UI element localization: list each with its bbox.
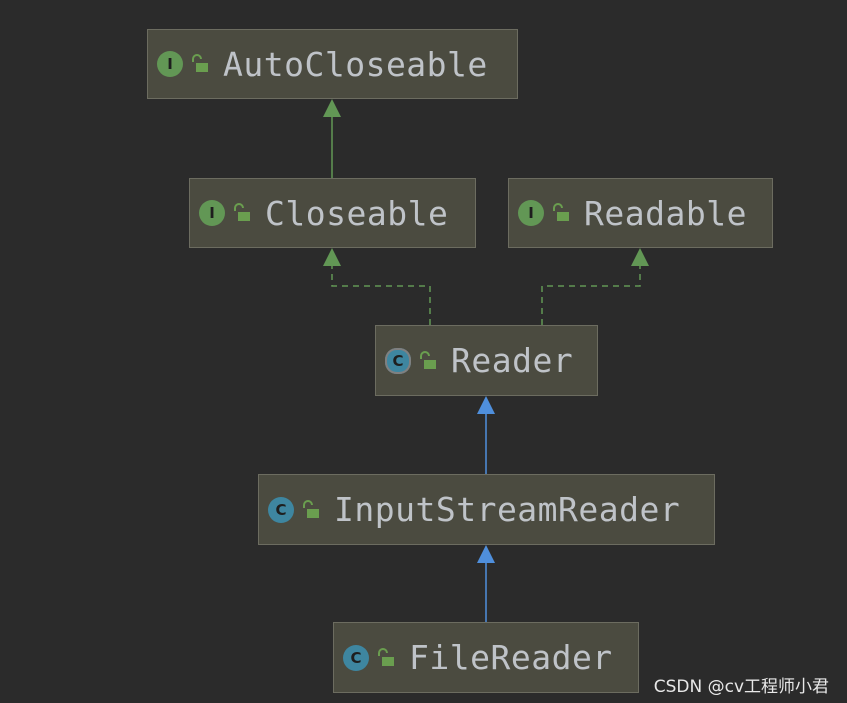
class-icon: C xyxy=(268,496,294,523)
node-reader[interactable]: C Reader xyxy=(375,325,598,396)
arrowhead-readable xyxy=(631,248,649,266)
unlock-icon xyxy=(234,203,250,221)
unlock-icon xyxy=(378,647,394,666)
node-closeable[interactable]: I Closeable xyxy=(189,178,476,248)
edge-reader-readable xyxy=(541,265,641,325)
arrowhead-closeable xyxy=(323,248,341,266)
watermark: CSDN @cv工程师小君 xyxy=(653,677,829,697)
node-label: Readable xyxy=(584,193,747,233)
node-readable[interactable]: I Readable xyxy=(508,178,773,248)
node-label: Reader xyxy=(451,341,574,380)
unlock-icon xyxy=(420,350,436,369)
node-label: InputStreamReader xyxy=(334,490,681,529)
arrowhead-inputstreamreader xyxy=(477,545,495,563)
class-icon: C xyxy=(343,644,369,671)
unlock-icon xyxy=(303,499,319,518)
node-label: AutoCloseable xyxy=(223,44,488,84)
interface-icon: I xyxy=(199,200,225,226)
arrowhead-reader xyxy=(477,396,495,414)
node-label: Closeable xyxy=(265,193,449,233)
interface-icon: I xyxy=(157,51,183,77)
unlock-icon xyxy=(192,54,208,72)
abstract-class-icon: C xyxy=(385,347,411,374)
edge-reader-closeable xyxy=(331,265,431,325)
node-label: FileReader xyxy=(409,638,613,677)
node-filereader[interactable]: C FileReader xyxy=(333,622,639,693)
arrowhead-autocloseable xyxy=(323,99,341,117)
node-autocloseable[interactable]: I AutoCloseable xyxy=(147,29,518,99)
node-inputstreamreader[interactable]: C InputStreamReader xyxy=(258,474,715,545)
interface-icon: I xyxy=(518,200,544,226)
unlock-icon xyxy=(553,203,569,221)
